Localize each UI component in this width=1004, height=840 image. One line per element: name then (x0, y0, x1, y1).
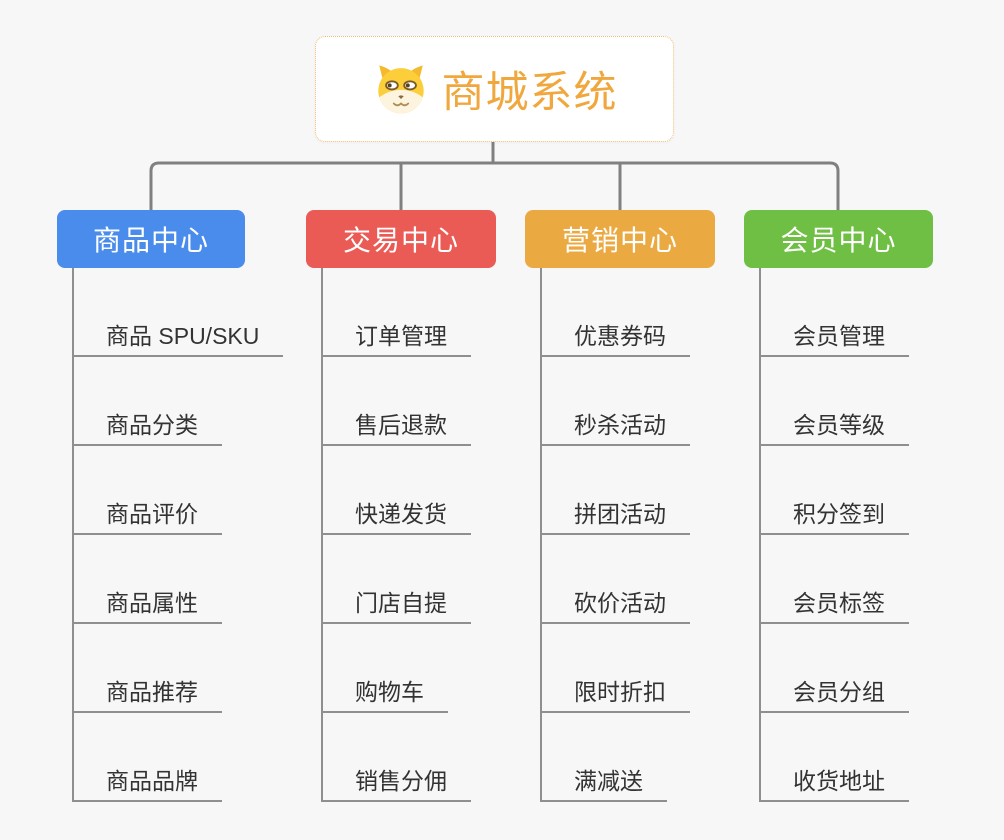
child-topic[interactable]: 拼团活动 (540, 499, 690, 535)
root-node[interactable]: 商城系统 (315, 36, 674, 142)
child-topic[interactable]: 积分签到 (759, 499, 909, 535)
child-topic[interactable]: 会员分组 (759, 677, 909, 713)
branch-spine-member-center (759, 268, 761, 802)
child-topic[interactable]: 商品 SPU/SKU (72, 321, 284, 357)
child-topic[interactable]: 限时折扣 (540, 677, 690, 713)
child-topic[interactable]: 销售分佣 (321, 766, 471, 802)
child-topic[interactable]: 会员管理 (759, 321, 909, 357)
child-topic[interactable]: 快递发货 (321, 499, 471, 535)
child-topic[interactable]: 商品评价 (72, 499, 222, 535)
child-topic[interactable]: 秒杀活动 (540, 410, 690, 446)
child-topic[interactable]: 满减送 (540, 766, 667, 802)
branch-spine-product-center (72, 268, 74, 802)
branch-spine-marketing-center (540, 268, 542, 802)
root-title: 商城系统 (441, 69, 618, 117)
branch-spine-trade-center (321, 268, 323, 802)
child-topic[interactable]: 门店自提 (321, 588, 471, 624)
shiba-dog-icon (372, 60, 430, 118)
branch-node-trade-center[interactable]: 交易中心 (306, 210, 496, 268)
child-topic[interactable]: 购物车 (321, 677, 448, 713)
child-topic[interactable]: 砍价活动 (540, 588, 690, 624)
child-topic[interactable]: 商品分类 (72, 410, 222, 446)
child-topic[interactable]: 会员标签 (759, 588, 909, 624)
child-topic[interactable]: 商品推荐 (72, 677, 222, 713)
child-topic[interactable]: 优惠券码 (540, 321, 690, 357)
branch-node-member-center[interactable]: 会员中心 (744, 210, 933, 268)
child-topic[interactable]: 收货地址 (759, 766, 909, 802)
child-topic[interactable]: 订单管理 (321, 321, 471, 357)
child-topic[interactable]: 商品品牌 (72, 766, 222, 802)
child-topic[interactable]: 会员等级 (759, 410, 909, 446)
child-topic[interactable]: 商品属性 (72, 588, 222, 624)
branch-node-marketing-center[interactable]: 营销中心 (525, 210, 715, 268)
child-topic[interactable]: 售后退款 (321, 410, 471, 446)
branch-node-product-center[interactable]: 商品中心 (57, 210, 245, 268)
